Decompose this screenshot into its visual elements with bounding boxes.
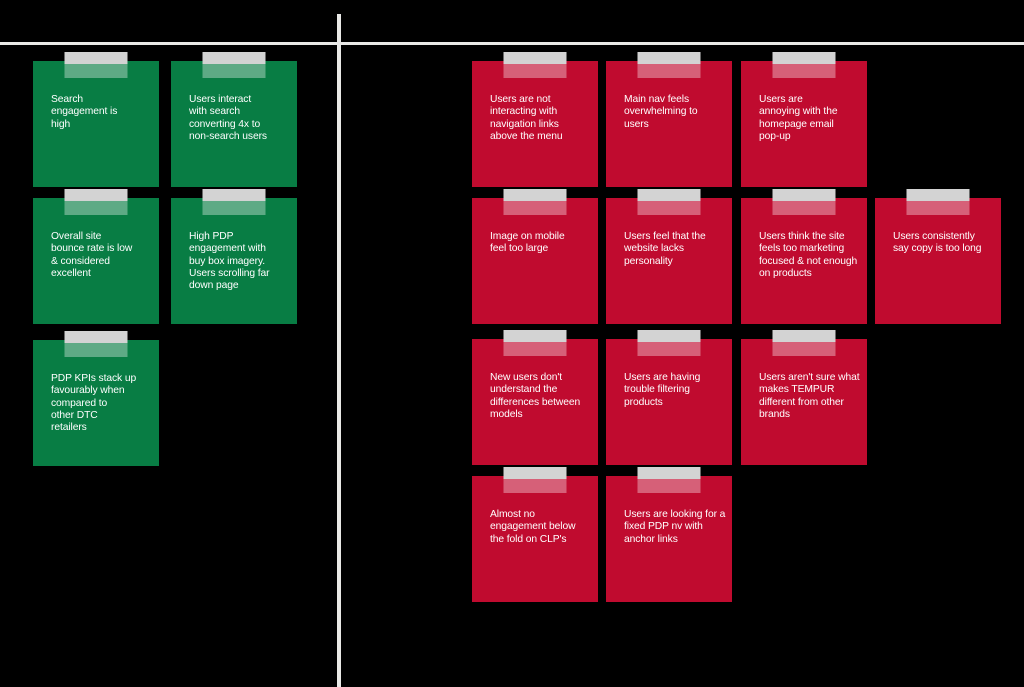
sticky-note[interactable]: Users consistently say copy is too long (875, 189, 1001, 324)
tape (503, 330, 567, 356)
sticky-note[interactable]: Users feel that the website lacks person… (606, 189, 732, 324)
sticky-note[interactable]: Search engagement is high (33, 52, 159, 187)
sticky-note[interactable]: Users interact with search converting 4x… (171, 52, 297, 187)
header-divider-line (0, 42, 1024, 45)
sticky-note[interactable]: Users are not interacting with navigatio… (472, 52, 598, 187)
tape (772, 52, 836, 78)
sticky-note-text: Users are not interacting with navigatio… (490, 94, 563, 142)
sticky-note[interactable]: Main nav feels overwhelming to users (606, 52, 732, 187)
sticky-note[interactable]: Users are looking for a fixed PDP nv wit… (606, 467, 732, 602)
sticky-note[interactable]: New users don't understand the differenc… (472, 330, 598, 465)
tape (637, 189, 701, 215)
sticky-note-text: Users are annoying with the homepage ema… (759, 94, 838, 142)
tape (503, 467, 567, 493)
sticky-note[interactable]: PDP KPIs stack up favourably when compar… (33, 331, 159, 466)
sticky-note[interactable]: Users aren't sure what makes TEMPUR diff… (741, 330, 867, 465)
sticky-note[interactable]: Overall site bounce rate is low & consid… (33, 189, 159, 324)
sticky-note[interactable]: Users are annoying with the homepage ema… (741, 52, 867, 187)
sticky-note[interactable]: Users think the site feels too marketing… (741, 189, 867, 324)
tape (906, 189, 970, 215)
tape (503, 189, 567, 215)
sticky-note[interactable]: Users are having trouble filtering produ… (606, 330, 732, 465)
sticky-note-text: Users feel that the website lacks person… (624, 231, 706, 267)
tape (64, 331, 128, 357)
sticky-note[interactable]: Almost no engagement below the fold on C… (472, 467, 598, 602)
sticky-note-text: Image on mobile feel too large (490, 231, 565, 255)
sticky-note-text: Users think the site feels too marketing… (759, 231, 858, 279)
sticky-note-text: Almost no engagement below the fold on C… (490, 509, 576, 545)
tape (64, 189, 128, 215)
tape (202, 189, 266, 215)
sticky-note-text: Users are having trouble filtering produ… (624, 372, 701, 408)
sticky-note-text: PDP KPIs stack up favourably when compar… (51, 373, 137, 434)
sticky-note-text: Users interact with search converting 4x… (189, 94, 267, 142)
sticky-note-text: Users consistently say copy is too long (893, 231, 982, 255)
tape (637, 467, 701, 493)
sticky-note-text: Overall site bounce rate is low & consid… (51, 231, 133, 279)
tape (503, 52, 567, 78)
sticky-note[interactable]: Image on mobile feel too large (472, 189, 598, 324)
tape (637, 52, 701, 78)
sticky-note-text: Users aren't sure what makes TEMPUR diff… (759, 372, 860, 420)
sticky-note-text: High PDP engagement with buy box imagery… (189, 231, 270, 292)
column-divider-line (337, 14, 341, 687)
sticky-note-text: Search engagement is high (51, 94, 118, 130)
sticky-note-text: Main nav feels overwhelming to users (624, 94, 698, 130)
tape (772, 189, 836, 215)
tape (772, 330, 836, 356)
tape (202, 52, 266, 78)
sticky-note[interactable]: High PDP engagement with buy box imagery… (171, 189, 297, 324)
tape (637, 330, 701, 356)
tape (64, 52, 128, 78)
sticky-note-text: New users don't understand the differenc… (490, 372, 581, 420)
sticky-note-text: Users are looking for a fixed PDP nv wit… (624, 509, 726, 545)
